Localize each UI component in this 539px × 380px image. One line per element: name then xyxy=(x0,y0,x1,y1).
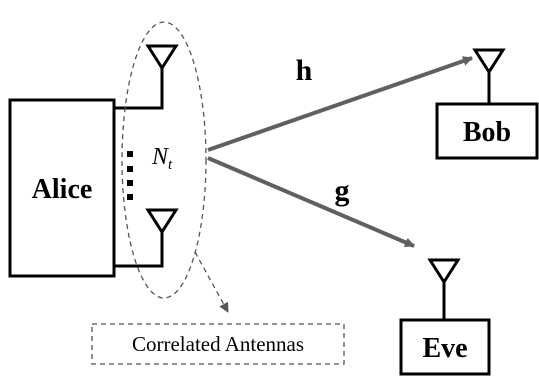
annotation-box xyxy=(91,323,345,365)
channel-g-arrow xyxy=(207,156,415,248)
antenna-icon xyxy=(145,208,179,235)
eve-box xyxy=(399,318,491,376)
antenna-count-symbol: N xyxy=(151,144,170,170)
antenna-count-label: Nt xyxy=(151,144,173,173)
vertical-ellipsis-icon xyxy=(127,151,133,200)
bob-node: Bob xyxy=(435,48,539,160)
bob-box xyxy=(435,102,539,160)
eve-label: Eve xyxy=(422,333,467,364)
alice-label: Alice xyxy=(32,174,93,205)
annotation-pointer xyxy=(194,251,229,313)
alice-feed-bottom xyxy=(114,232,164,268)
antenna-count-subscript: t xyxy=(168,157,173,173)
antenna-icon xyxy=(472,48,506,75)
alice-box xyxy=(8,98,116,278)
channel-g-label: g xyxy=(335,174,350,207)
eve-node: Eve xyxy=(399,258,491,376)
alice-node: Alice xyxy=(8,98,116,278)
annotation-callout: Correlated Antennas xyxy=(91,323,345,365)
annotation-label: Correlated Antennas xyxy=(132,332,304,356)
antenna-icon xyxy=(145,44,179,71)
correlated-antennas-region xyxy=(121,21,207,299)
antenna-icon xyxy=(427,258,461,285)
alice-feed-top xyxy=(114,68,164,110)
channel-h-arrow xyxy=(207,56,473,152)
channel-h-label: h xyxy=(296,54,313,87)
bob-label: Bob xyxy=(463,117,511,148)
